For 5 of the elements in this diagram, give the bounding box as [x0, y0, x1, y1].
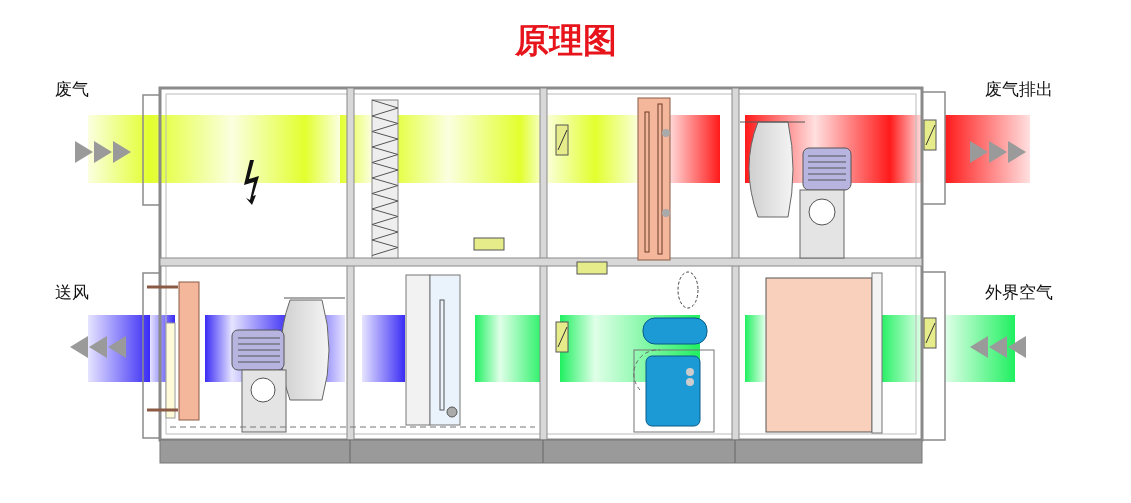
title: 原理图: [514, 19, 617, 62]
airflow-label: 废气排出: [985, 78, 1053, 101]
airflow-label: 送风: [55, 281, 89, 304]
airflow-label: 废气: [55, 78, 89, 101]
airflow-label: 外界空气: [985, 281, 1053, 304]
